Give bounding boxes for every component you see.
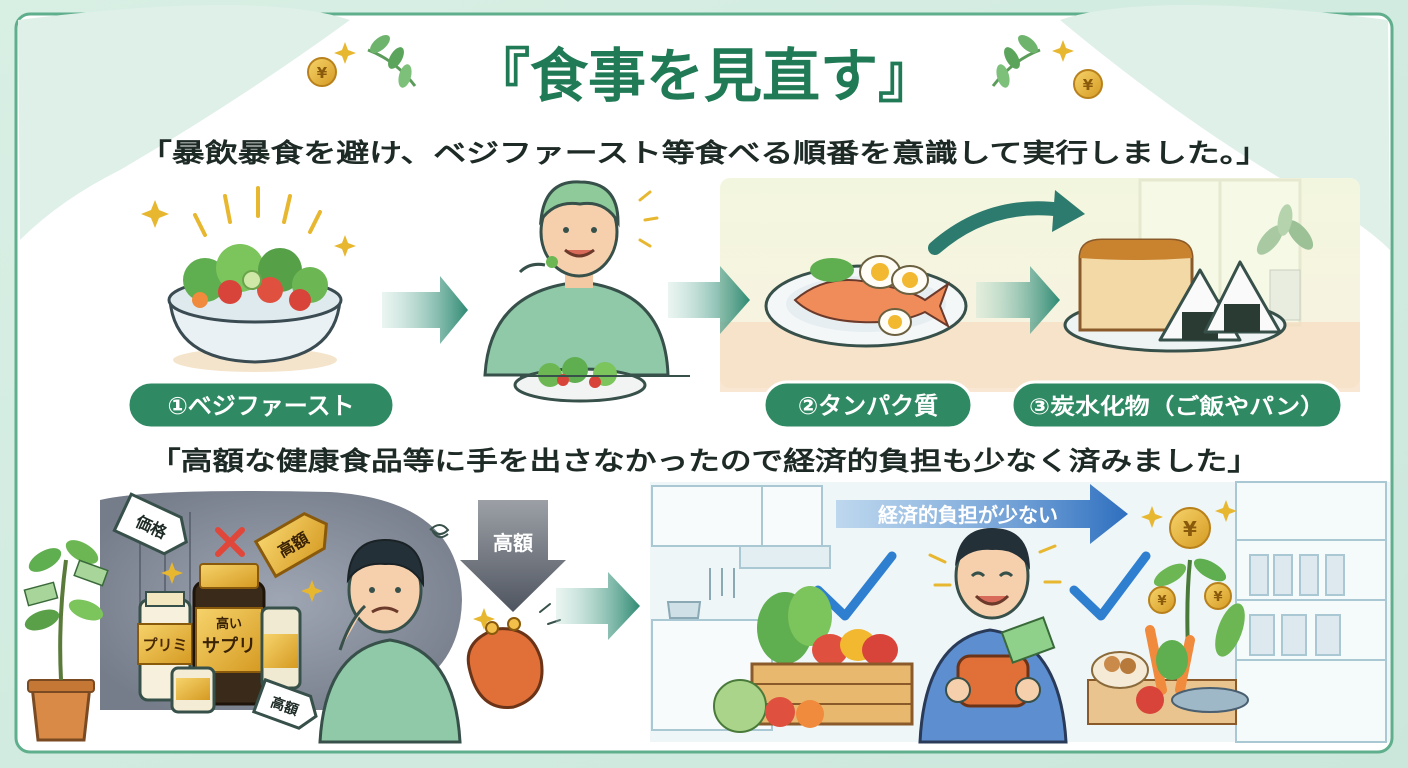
small-bottle-label: プリミ bbox=[142, 636, 187, 654]
step-pill-2: ②タンパク質 bbox=[762, 380, 974, 430]
price-tag: 高額 bbox=[253, 511, 328, 579]
store-shelves bbox=[1235, 481, 1387, 743]
supplement-bottle-icon bbox=[170, 666, 216, 714]
salad-bowl-icon bbox=[167, 244, 343, 372]
expensive-arrow-label: 高額 bbox=[493, 531, 533, 555]
vegetable-crate-icon bbox=[713, 586, 914, 733]
svg-text:¥: ¥ bbox=[317, 64, 328, 82]
supplement-bottle-icon bbox=[260, 606, 302, 690]
intro-caption: 「暴飲暴食を避け、ベジファースト等食べる順番を意識して実行しました。」 bbox=[139, 138, 1269, 169]
fish-plate-icon bbox=[764, 255, 968, 348]
potted-plant-icon bbox=[1256, 204, 1314, 321]
price-tag: 高額 bbox=[251, 677, 318, 730]
page-title-outline: 『食事を見直す』 bbox=[472, 42, 936, 110]
happy-man-with-wallet bbox=[918, 528, 1068, 744]
price-tag: 価格 bbox=[112, 492, 188, 556]
yen-coin-icon: ¥ bbox=[1073, 69, 1103, 99]
right-arrow-icon bbox=[668, 266, 750, 334]
stress-squiggle-icon bbox=[429, 524, 450, 539]
svg-text:¥: ¥ bbox=[1157, 594, 1166, 609]
step-pill-1: ①ベジファースト bbox=[126, 380, 396, 430]
right-arrow-icon bbox=[976, 266, 1060, 334]
svg-text:¥: ¥ bbox=[1183, 517, 1197, 541]
sparkle-rays bbox=[928, 544, 1062, 587]
sparkle-icon bbox=[334, 42, 356, 64]
man-eating-salad bbox=[483, 180, 690, 403]
step-label: ③炭水化物（ご飯やパン） bbox=[1029, 394, 1325, 420]
svg-text:¥: ¥ bbox=[1083, 76, 1094, 94]
laurel-leaf-icon bbox=[367, 35, 417, 88]
cross-icon bbox=[215, 527, 245, 557]
wallet-icon bbox=[466, 617, 544, 709]
yen-coin-icon: ¥ bbox=[307, 57, 337, 87]
yen-plant-icon: ¥ ¥ ¥ bbox=[1148, 507, 1232, 651]
step-label: ①ベジファースト bbox=[167, 392, 354, 420]
corner-wash-left bbox=[18, 5, 350, 240]
step-label: ②タンパク質 bbox=[798, 392, 938, 420]
savings-caption: 「高額な健康食品等に手を出さなかったので経済的負担も少なく済みました」 bbox=[149, 446, 1259, 477]
checkmark-icon bbox=[1069, 551, 1151, 621]
sparkle-rays bbox=[638, 190, 659, 248]
sparkle-icon bbox=[141, 200, 169, 228]
sparkle-icon bbox=[1052, 40, 1074, 62]
sparkle-icon bbox=[334, 235, 356, 257]
curved-arrow-icon bbox=[928, 201, 1069, 255]
food-basket-icon bbox=[1087, 603, 1249, 725]
right-arrow-icon bbox=[556, 572, 640, 640]
money-plant-icon bbox=[23, 540, 109, 742]
sparkle-icon bbox=[1215, 500, 1237, 522]
bread-onigiri-icon bbox=[1063, 238, 1287, 353]
sparkle-rays bbox=[193, 186, 322, 237]
sparkle-icon bbox=[301, 580, 323, 602]
page-title: 『食事を見直す』 bbox=[472, 42, 936, 110]
main-bottle-label: サプリ bbox=[202, 635, 256, 657]
sparkle-icon bbox=[1141, 506, 1163, 528]
benefit-banner-text: 経済的負担が少ない bbox=[878, 503, 1058, 527]
benefit-banner: 経済的負担が少ない bbox=[836, 484, 1128, 544]
utensils bbox=[666, 568, 735, 619]
sparkle-icon bbox=[161, 562, 183, 584]
worried-man bbox=[318, 538, 462, 744]
svg-text:¥: ¥ bbox=[1213, 590, 1222, 605]
down-arrow-icon: 高額 bbox=[460, 500, 566, 612]
main-bottle-label-top: 高い bbox=[216, 616, 242, 632]
laurel-leaf-icon bbox=[991, 35, 1041, 88]
right-arrow-icon bbox=[382, 276, 468, 344]
sparkle-icon bbox=[473, 608, 495, 630]
step-pill-3: ③炭水化物（ご飯やパン） bbox=[1010, 380, 1344, 430]
